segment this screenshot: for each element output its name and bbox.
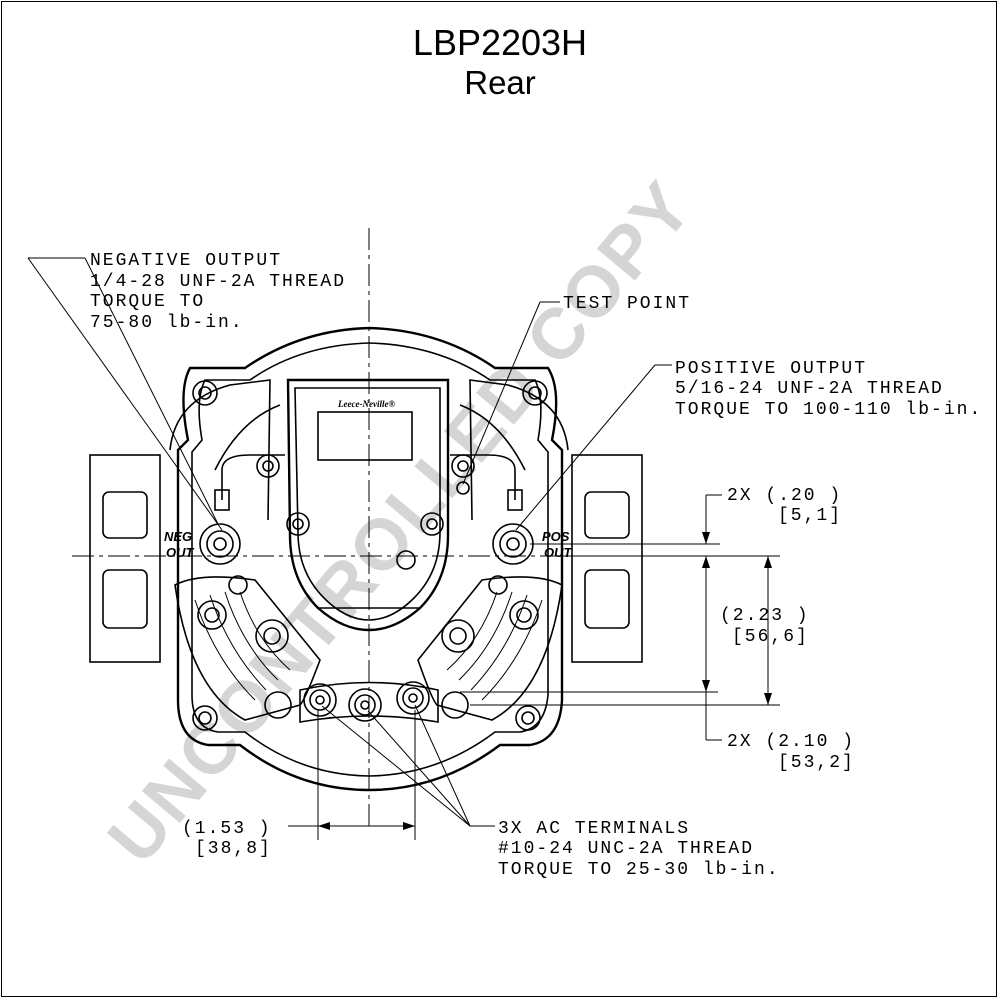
negative-output-terminal: [199, 523, 241, 565]
dim-height-in: (2.23 ): [720, 606, 810, 626]
ac-terminal-block: [299, 681, 439, 723]
pos-output-line-2: 5/16-24 UNF-2A THREAD: [675, 379, 944, 399]
positive-output-terminal: [492, 523, 534, 565]
ac-terminal-1: [303, 683, 337, 717]
leader-lines: [27, 257, 672, 827]
pos-out-label: OUT: [544, 545, 573, 560]
neg-out-label: OUT: [166, 545, 195, 560]
neg-output-line-2: 1/4-28 UNF-2A THREAD: [90, 272, 346, 292]
corner-boss-bottom-left: [192, 705, 218, 731]
pos-output-line-1: POSITIVE OUTPUT: [675, 359, 867, 379]
regulator-screw-lower-left: [286, 512, 310, 536]
regulator-logo: Leece-Neville®: [337, 399, 395, 409]
right-mounting-ear: [571, 454, 643, 663]
positive-lead-ferrule: [507, 489, 523, 511]
negative-lead-ferrule: [214, 489, 230, 511]
test-point-label: TEST POINT: [563, 294, 691, 314]
voltage-regulator: Leece-Neville®: [286, 378, 450, 632]
drawing-title: LBP2203H: [412, 22, 588, 63]
dimension-lines: [288, 494, 780, 840]
corner-boss-bottom-right: [515, 705, 541, 731]
positive-lead-wire: [450, 454, 516, 500]
ac-terminal-3: [396, 681, 430, 715]
neg-output-line-1: NEGATIVE OUTPUT: [90, 251, 282, 271]
ac-terminals-line-2: #10-24 UNC-2A THREAD: [498, 839, 754, 859]
dim-bottom-offset-in: 2X (2.10 ): [727, 732, 855, 752]
neg-output-line-3: TORQUE TO: [90, 292, 205, 312]
neg-label: NEG: [164, 529, 192, 544]
corner-boss-top-right: [522, 380, 548, 406]
drawing-subtitle: Rear: [464, 64, 536, 101]
neg-output-line-4: 75-80 lb-in.: [90, 313, 244, 333]
ac-terminals-line-3: TORQUE TO 25-30 lb-in.: [498, 860, 780, 880]
dim-bottom-offset-mm: [53,2]: [778, 753, 855, 773]
ac-terminals-line-1: 3X AC TERMINALS: [498, 819, 690, 839]
dim-ac-spacing-in: (1.53 ): [182, 819, 272, 839]
pos-label: POS: [542, 529, 570, 544]
corner-boss-top-left: [192, 380, 218, 406]
pos-output-line-3: TORQUE TO 100-110 lb-in.: [675, 400, 982, 420]
dim-ac-spacing-mm: [38,8]: [195, 839, 272, 859]
ac-terminal-2: [348, 688, 382, 722]
negative-lead-wire: [221, 454, 285, 500]
right-rectifier-vents: [417, 575, 563, 721]
dim-top-offset-in: 2X (.20 ): [727, 486, 842, 506]
test-point: [456, 481, 470, 495]
regulator-screw-lower-right: [420, 512, 444, 536]
dim-top-offset-mm: [5,1]: [778, 506, 842, 526]
left-mounting-ear: [89, 454, 161, 663]
dim-height-mm: [56,6]: [732, 627, 809, 647]
